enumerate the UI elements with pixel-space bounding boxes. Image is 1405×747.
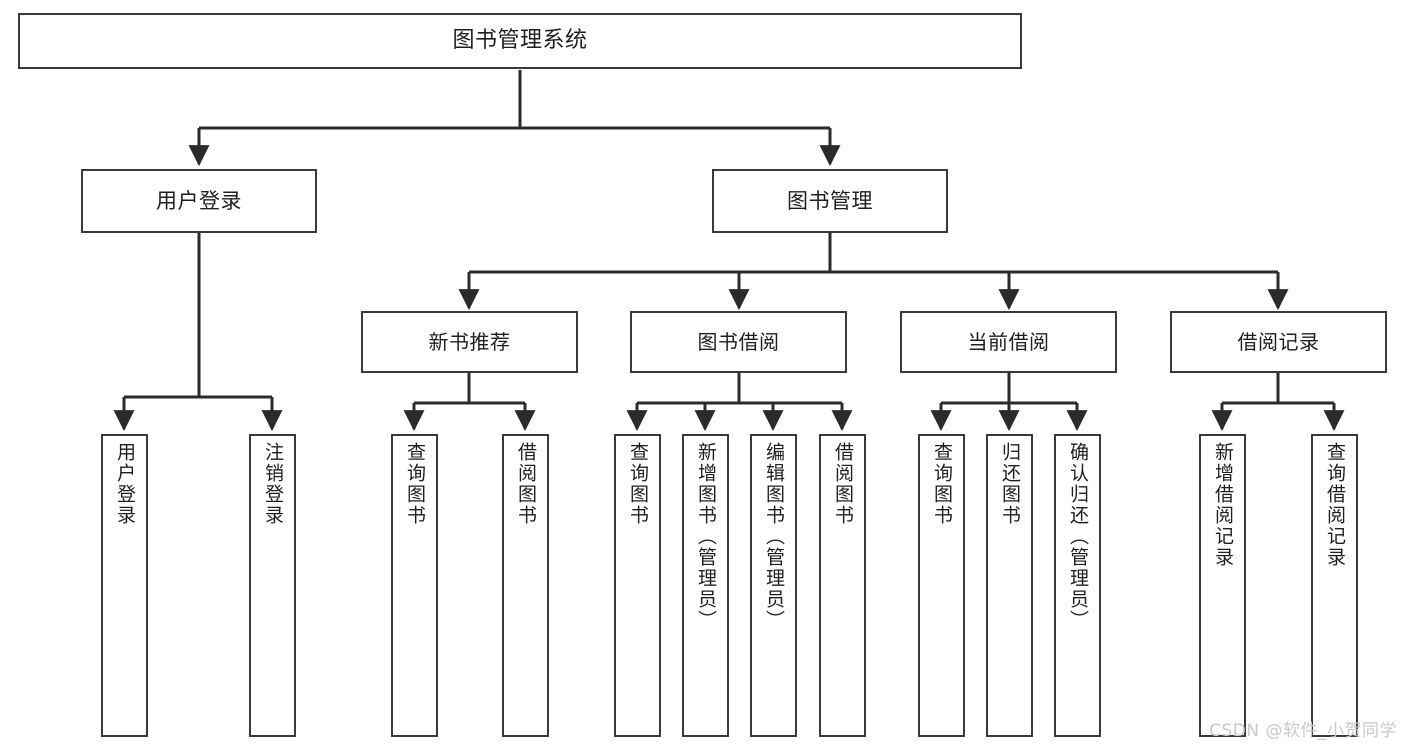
node-borrow-record[interactable]: 借阅记录: [1170, 311, 1387, 373]
node-user-login[interactable]: 用户登录: [81, 169, 317, 233]
node-leaf-query-book-recommend[interactable]: 查询图书: [391, 434, 438, 737]
node-leaf-user-login[interactable]: 用户登录: [101, 434, 148, 737]
watermark-csdn: CSDN @软件_小贺同学: [1209, 721, 1397, 741]
node-label: 归还图书: [999, 442, 1021, 526]
node-label: 查询图书: [627, 442, 649, 526]
node-label: 当前借阅: [967, 329, 1050, 354]
node-current-borrow[interactable]: 当前借阅: [900, 311, 1117, 373]
node-label: 借阅图书: [832, 442, 854, 526]
node-label: 用户登录: [114, 442, 136, 526]
node-label: 新书推荐: [428, 329, 511, 354]
node-leaf-borrow-book-recommend[interactable]: 借阅图书: [502, 434, 549, 737]
node-leaf-query-book-borrow[interactable]: 查询图书: [614, 434, 661, 737]
node-label: 图书管理系统: [452, 28, 588, 54]
node-leaf-edit-book-admin[interactable]: 编辑图书（管理员）: [750, 434, 797, 737]
node-label: 图书管理: [787, 188, 873, 213]
node-label: 编辑图书（管理员）: [763, 442, 785, 631]
node-leaf-confirm-return-admin[interactable]: 确认归还（管理员）: [1054, 434, 1101, 737]
node-label: 图书借阅: [697, 329, 780, 354]
node-leaf-query-book-current[interactable]: 查询图书: [918, 434, 965, 737]
node-label: 新增图书（管理员）: [695, 442, 717, 631]
node-label: 用户登录: [156, 188, 242, 213]
node-leaf-query-borrow-record[interactable]: 查询借阅记录: [1311, 434, 1358, 737]
node-new-book-recommend[interactable]: 新书推荐: [361, 311, 578, 373]
node-root-book-management-system[interactable]: 图书管理系统: [18, 13, 1022, 69]
node-label: 借阅记录: [1237, 329, 1320, 354]
node-label: 确认归还（管理员）: [1067, 442, 1089, 631]
node-label: 借阅图书: [515, 442, 537, 526]
node-label: 查询借阅记录: [1324, 442, 1346, 568]
node-label: 注销登录: [262, 442, 284, 526]
node-leaf-return-book[interactable]: 归还图书: [986, 434, 1033, 737]
node-label: 查询图书: [931, 442, 953, 526]
node-label: 查询图书: [404, 442, 426, 526]
node-book-borrow[interactable]: 图书借阅: [630, 311, 847, 373]
node-label: 新增借阅记录: [1212, 442, 1234, 568]
node-book-management[interactable]: 图书管理: [712, 169, 948, 233]
node-leaf-borrow-book[interactable]: 借阅图书: [819, 434, 866, 737]
node-leaf-logout[interactable]: 注销登录: [249, 434, 296, 737]
node-leaf-add-book-admin[interactable]: 新增图书（管理员）: [682, 434, 729, 737]
node-leaf-add-borrow-record[interactable]: 新增借阅记录: [1199, 434, 1246, 737]
